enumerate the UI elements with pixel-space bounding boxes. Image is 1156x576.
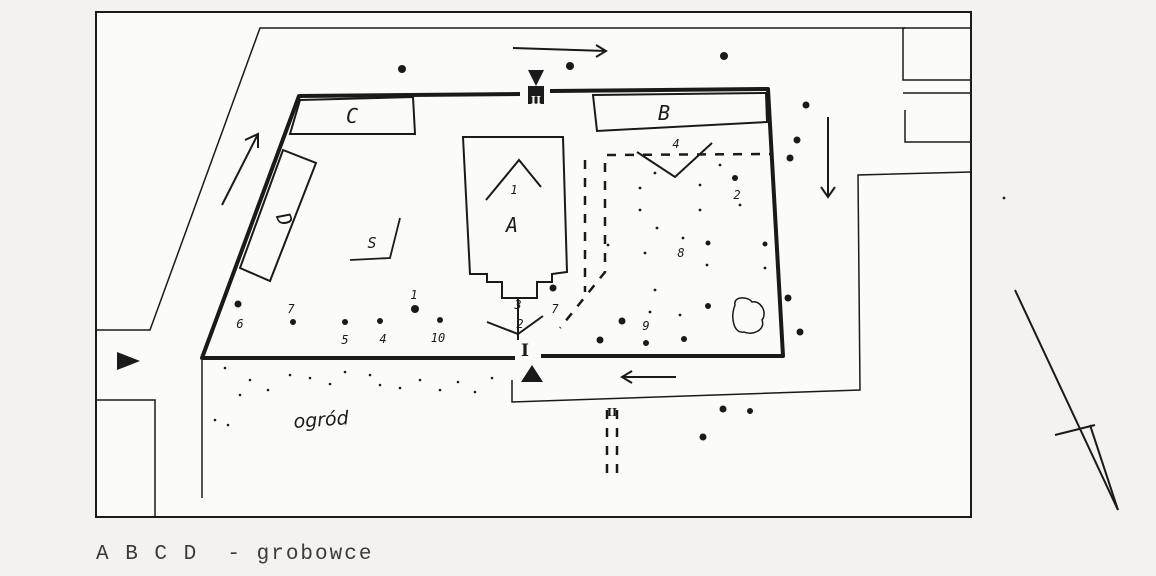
grave-dot [377, 318, 383, 324]
tree-dot [802, 101, 810, 109]
pond-outline [732, 297, 765, 334]
tree-dot [786, 154, 794, 162]
grave-dot [411, 305, 419, 313]
label-3: 3 [513, 298, 521, 312]
label-top-gate: II [531, 94, 541, 107]
tree-dot [793, 136, 801, 144]
direction-arrows [221, 44, 836, 384]
arrow-left-bottom [620, 370, 676, 384]
dashed-path-middle [559, 163, 607, 329]
label-path-marker: II [607, 406, 617, 419]
legend-caption: A B C D - grobowce [96, 543, 374, 566]
dashed-paths [559, 152, 771, 475]
grave-dot [618, 317, 626, 325]
label-s: S [367, 234, 376, 252]
label-10: 10 [431, 331, 445, 345]
grave-dot [549, 284, 557, 292]
arrow-down-right [820, 117, 836, 199]
road-outer-top-left [96, 27, 905, 331]
grave-dot [705, 303, 711, 309]
grave-dot [705, 240, 711, 246]
grave-dot [342, 319, 348, 325]
label-8: 8 [677, 246, 684, 260]
tree-dot [784, 294, 792, 302]
label-7-left: 7 [287, 302, 295, 316]
north-arrow-icon [1014, 289, 1119, 511]
tree-dot [398, 65, 406, 73]
label-4-top: 4 [672, 137, 679, 151]
tomb-d [238, 148, 318, 283]
grave-dot [762, 241, 768, 247]
label-6: 6 [236, 317, 243, 331]
road-inner-right [511, 171, 972, 403]
tree-dot [796, 328, 804, 336]
road-lines [96, 27, 972, 517]
arrow-up-left [221, 132, 259, 206]
label-9: 9 [642, 319, 649, 333]
tomb-b [591, 91, 769, 133]
road-block-mid [904, 110, 971, 143]
tombs [238, 91, 769, 283]
label-5: 5 [341, 333, 348, 347]
grave-dots [234, 52, 810, 441]
tomb-c [288, 95, 417, 135]
grave-dot [234, 300, 242, 308]
grave-dot [643, 340, 649, 346]
label-building-c: C [346, 104, 358, 128]
label-garden: ogród [293, 407, 351, 433]
label-1-church: 1 [510, 183, 517, 197]
wall-left [200, 92, 521, 360]
grave-dot [681, 336, 687, 342]
label-2: 2 [733, 188, 740, 202]
tree-dot [719, 405, 727, 413]
number-labels: 1 2 3 2 4 4 5 6 7 7 8 9 10 1 [236, 137, 740, 347]
label-7: 7 [551, 302, 559, 316]
triangle-icon [521, 365, 543, 382]
tree-dot [747, 408, 753, 414]
grave-dot [732, 175, 738, 181]
grave-dot [290, 319, 296, 325]
road-outer-bottom-left [96, 399, 156, 517]
label-2-entrance: 2 [516, 317, 523, 331]
church-a [461, 136, 569, 299]
gate-labels: I II II [521, 94, 617, 419]
v-mark [636, 142, 713, 179]
wall-right [541, 87, 785, 358]
label-building-b: B [658, 101, 670, 125]
tree-dot [699, 433, 707, 441]
label-main-gate: I [521, 341, 529, 361]
arrow-right-top [512, 44, 608, 58]
s-mark-outline [349, 217, 401, 261]
tree-dot [720, 52, 728, 60]
label-1-bottom: 1 [410, 288, 417, 302]
church-roof-mark [485, 158, 542, 201]
grave-dot [596, 336, 604, 344]
road-block-top [902, 28, 971, 81]
label-4-bottom: 4 [379, 332, 386, 346]
play-icon [117, 352, 140, 370]
tree-dot [566, 62, 574, 70]
entrance-fork [486, 315, 544, 336]
garden-dots [213, 366, 494, 427]
grave-dot [437, 317, 443, 323]
cemetery-wall [200, 87, 785, 360]
label-building-a: A [504, 213, 518, 237]
field-dots [606, 163, 1006, 317]
entrance-marks [486, 298, 544, 340]
top-gate-icon [528, 70, 544, 104]
